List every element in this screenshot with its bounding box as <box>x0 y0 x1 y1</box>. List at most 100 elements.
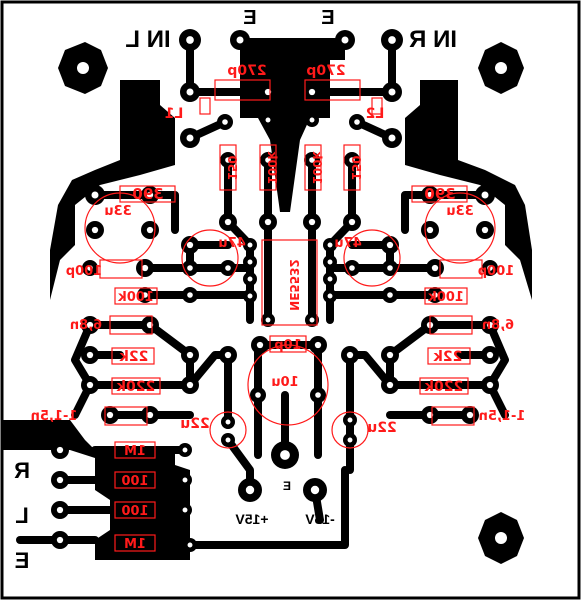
label-100p-left: 100p <box>66 264 102 279</box>
pad-hole <box>247 276 253 282</box>
pad-hole <box>486 351 494 359</box>
pad-hole <box>187 265 193 271</box>
pad-hole <box>146 226 154 234</box>
pad-hole <box>388 88 396 96</box>
pad-hole <box>56 476 64 484</box>
pad-hole <box>388 36 396 44</box>
pad-hole <box>256 341 264 349</box>
pad-hole <box>182 477 188 483</box>
pad-hole <box>186 134 194 142</box>
pad-hole <box>264 218 272 226</box>
pad-hole <box>348 218 356 226</box>
label-33u-left: 33u <box>104 204 131 219</box>
side-ground-label-bottom: E <box>15 548 30 573</box>
label-47u-right: 47u <box>334 236 361 251</box>
pad-hole <box>386 381 394 389</box>
label-22k-left: 22k <box>119 349 148 365</box>
label-1m-top: 1M <box>124 444 146 459</box>
pad-hole <box>247 242 253 248</box>
label-100-a: 100 <box>121 474 148 489</box>
pad-hole <box>86 321 94 329</box>
label-220k-left: 220k <box>116 379 155 395</box>
pad-hole <box>56 446 64 454</box>
label-22k-right: 22k <box>433 349 462 365</box>
pad-hole <box>187 542 193 548</box>
ground-label-top-right: E <box>321 7 334 29</box>
pad-hole <box>466 411 474 419</box>
pad-hole <box>106 411 114 419</box>
label-10u: 10u <box>271 375 298 390</box>
pad-hole <box>186 381 194 389</box>
label-270p-right: 270p <box>306 63 345 79</box>
pad-hole <box>186 88 194 96</box>
label-220k-right: 220k <box>424 379 463 395</box>
label-150-right: 150 <box>349 155 363 180</box>
label-390-right: 390 <box>424 185 455 203</box>
pad-hole <box>426 191 434 199</box>
side-ground-label-top: E <box>15 420 30 445</box>
pad-hole <box>186 351 194 359</box>
pad-hole <box>86 381 94 389</box>
label-150-left: 150 <box>225 155 239 180</box>
pad-hole <box>91 191 99 199</box>
pad-hole <box>354 119 360 125</box>
pad-hole <box>314 341 322 349</box>
pad-hole <box>255 392 261 398</box>
pad-hole <box>309 157 315 163</box>
pad-hole <box>187 292 193 298</box>
pad-hole <box>56 536 64 544</box>
label-100p-right: 100p <box>478 264 514 279</box>
through-hole-pads <box>51 29 499 552</box>
pad-hole <box>426 226 434 234</box>
pad-hole <box>327 259 333 265</box>
label-100-b: 100 <box>121 504 148 519</box>
pad-hole <box>86 351 94 359</box>
label-33u-right: 33u <box>446 204 473 219</box>
pad-hole <box>309 317 315 323</box>
pad-hole <box>142 292 148 298</box>
ground-label-top-left: E <box>243 7 256 29</box>
pad-hole <box>387 292 393 298</box>
pos-supply-label: +15V <box>235 511 269 527</box>
pad-hole <box>225 437 231 443</box>
side-left-label: L <box>15 503 28 528</box>
label-l1: L1 <box>165 106 184 122</box>
pad-hole <box>431 264 439 272</box>
pad-hole <box>91 226 99 234</box>
label-100k-right-lower: 100k <box>428 290 464 305</box>
pad-hole <box>432 292 438 298</box>
neg-supply-label: -15V <box>305 511 335 527</box>
pad-hole <box>247 259 253 265</box>
label-10p: 10p <box>274 338 301 353</box>
label-47u-left: 47u <box>218 236 245 251</box>
label-22u-left: 22u <box>180 416 209 432</box>
pad-hole <box>280 450 290 460</box>
label-1m-bottom: 1M <box>124 537 146 552</box>
label-1n-right: 1-1,5n <box>479 409 526 424</box>
pad-hole <box>327 276 333 282</box>
side-right-label: R <box>14 458 30 483</box>
pad-hole <box>186 241 194 249</box>
pad-hole <box>310 485 320 495</box>
label-100k-left-lower: 100k <box>118 290 154 305</box>
label-270p-left: 270p <box>227 63 266 79</box>
pad-hole <box>388 134 396 142</box>
pad-hole <box>224 218 232 226</box>
pad-hole <box>309 117 315 123</box>
pad-hole <box>487 265 493 271</box>
pad-hole <box>236 36 244 44</box>
pad-hole <box>308 218 316 226</box>
label-ne5532: NE5532 <box>287 259 301 311</box>
pad-hole <box>265 317 271 323</box>
pad-hole <box>308 88 316 96</box>
pad-hole <box>315 392 321 398</box>
pad-hole <box>225 419 231 425</box>
pad-hole <box>265 157 271 163</box>
pad-hole <box>327 293 333 299</box>
pad-hole <box>327 242 333 248</box>
pad-hole <box>349 157 355 163</box>
pad-hole <box>222 119 228 125</box>
pad-hole <box>486 381 494 389</box>
pad-holes <box>77 62 507 544</box>
pad-hole <box>486 321 494 329</box>
